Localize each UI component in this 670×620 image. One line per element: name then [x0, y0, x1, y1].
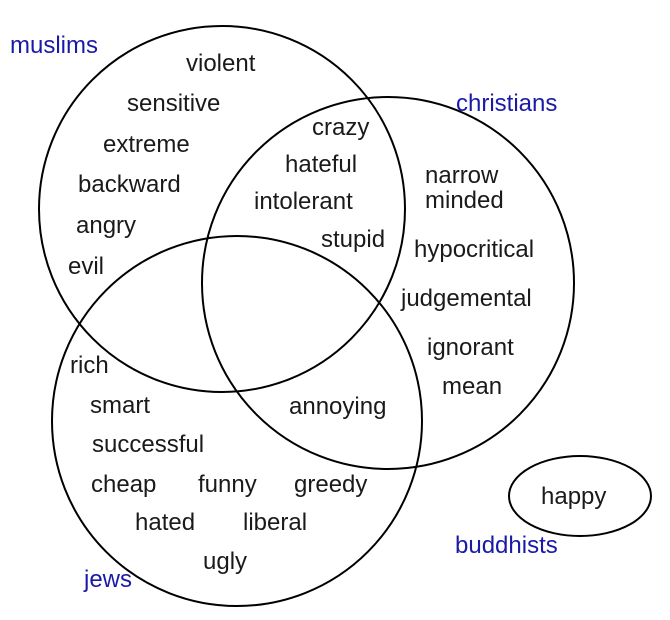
jews-circle [51, 235, 423, 607]
word-stupid: stupid [321, 226, 385, 253]
word-hateful: hateful [285, 151, 357, 178]
word-narrow: narrow [425, 162, 499, 189]
word-successful: successful [92, 431, 204, 458]
word-cheap: cheap [91, 471, 156, 498]
label-muslims: muslims [10, 32, 98, 59]
word-intolerant: intolerant [254, 188, 353, 215]
word-evil: evil [68, 253, 104, 280]
word-crazy: crazy [312, 114, 369, 141]
word-sensitive: sensitive [127, 90, 220, 117]
label-buddhists: buddhists [455, 532, 558, 559]
word-ignorant: ignorant [427, 334, 514, 361]
word-happy: happy [541, 483, 606, 510]
word-rich: rich [70, 352, 109, 379]
word-mean: mean [442, 373, 502, 400]
buddhists-ellipse [508, 455, 652, 537]
word-extreme: extreme [103, 131, 190, 158]
word-violent: violent [186, 50, 256, 77]
christians-circle [201, 96, 575, 470]
word-angry: angry [76, 212, 136, 239]
muslims-circle [38, 25, 406, 393]
word-hypocritical: hypocritical [414, 236, 534, 263]
word-backward: backward [78, 171, 181, 198]
word-judgemental: judgemental [400, 285, 532, 312]
word-hated: hated [135, 509, 195, 536]
word-funny: funny [198, 471, 257, 498]
label-christians: christians [456, 90, 557, 117]
word-ugly: ugly [203, 548, 247, 575]
word-minded: minded [425, 187, 504, 214]
label-jews: jews [83, 566, 132, 593]
word-smart: smart [90, 392, 150, 419]
word-annoying: annoying [289, 393, 386, 420]
word-liberal: liberal [243, 509, 307, 536]
word-greedy: greedy [294, 471, 367, 498]
